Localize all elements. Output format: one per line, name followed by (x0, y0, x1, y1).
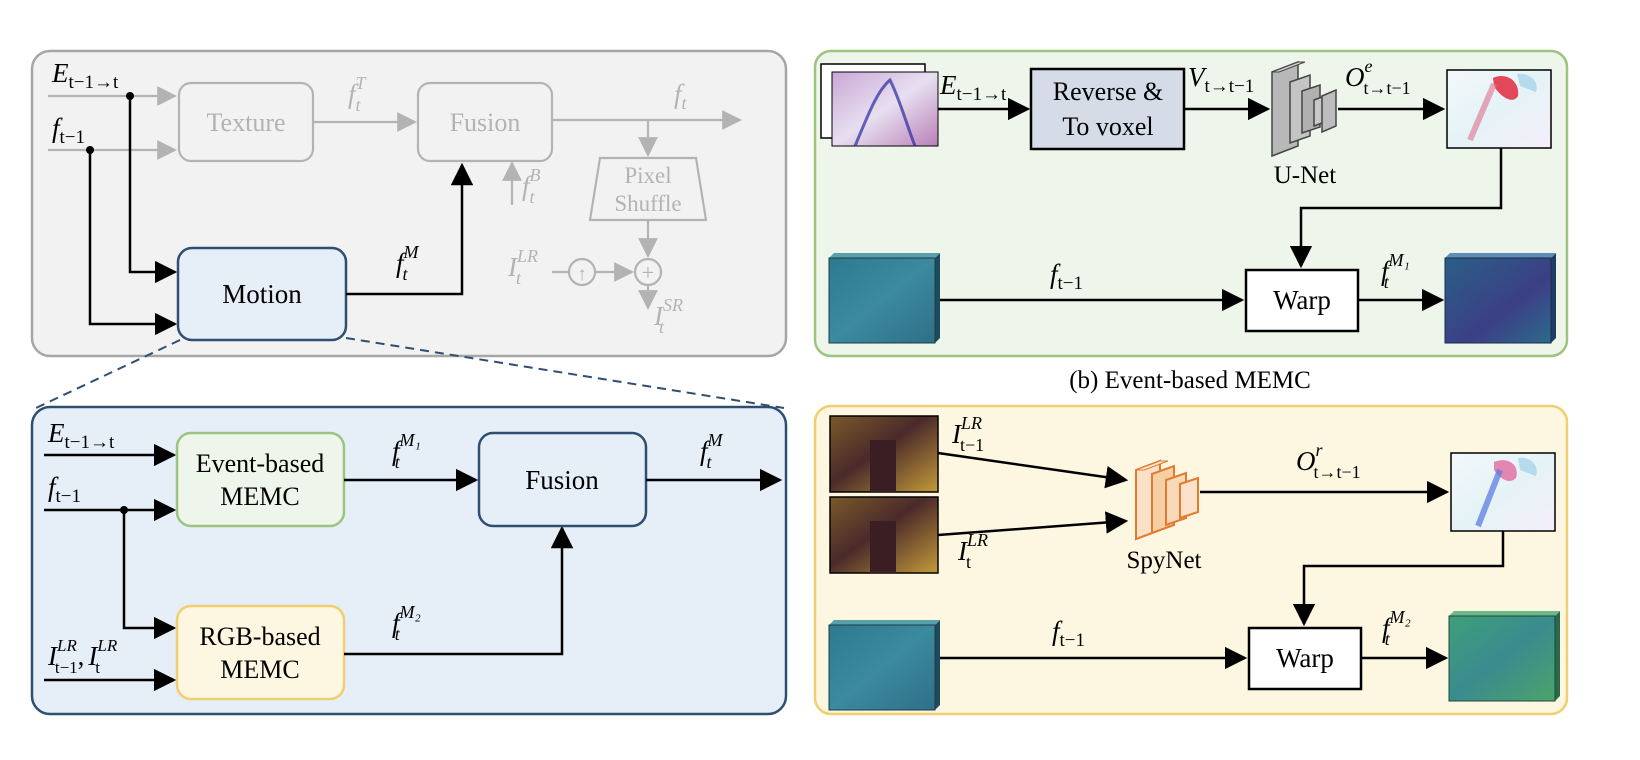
event-panel-output-feature-map (1444, 253, 1556, 344)
overview-fusion-label: Fusion (450, 108, 521, 137)
zoom-line-left (35, 339, 181, 409)
fusion-output-label: ft (674, 79, 688, 113)
spynet-network-icon (1135, 459, 1199, 541)
rgb-flow-to-warp-arrow (1292, 531, 1505, 627)
event-frame-detail (853, 77, 917, 147)
event-flow-detail-streak (1467, 82, 1497, 142)
detail-fusion-label: Fusion (525, 465, 599, 495)
event-memc-label-1: Event-based (196, 449, 325, 478)
event-panel-feature-label: ft−1 (1050, 259, 1083, 294)
event-panel-event-label: Et−1→t (939, 70, 1007, 105)
lr-cur-to-spynet-arrow (937, 511, 1129, 537)
rgb-warp-label: Warp (1276, 643, 1334, 673)
unet-network-icon (1271, 60, 1337, 158)
flow-to-warp-arrow (1289, 148, 1503, 269)
pixel-shuffle-block (588, 156, 708, 222)
rgb-panel-feature-label: ft−1 (1052, 616, 1085, 651)
voxel-output-label: Vt→t−1 (1188, 62, 1254, 97)
event-memc-panel: Et−1→t Reverse & To voxel Vt→t−1 U-Net O… (813, 49, 1569, 358)
overview-event-to-motion-arrow (128, 96, 178, 284)
rgb-memc-block (175, 604, 346, 701)
detail-feat-to-rgb-memc-arrow (122, 510, 177, 640)
event-flow-detail-blue (1517, 73, 1537, 92)
pixel-shuffle-label-1: Pixel (624, 163, 671, 188)
rgb-warp-block (1247, 626, 1363, 691)
rgb-flow-detail-blue (1518, 457, 1537, 476)
rgb-panel-output-feature-map (1448, 611, 1560, 702)
event-warp-label: Warp (1273, 285, 1331, 315)
rgb-panel-feature-map (828, 620, 940, 711)
lr-prev-to-spynet-arrow (937, 451, 1129, 489)
event-panel-feature-map (828, 253, 940, 344)
overview-event-input: Et−1→t (51, 58, 119, 93)
detail-event-input: Et−1→t (47, 418, 115, 453)
unet-label: U-Net (1274, 162, 1337, 189)
voxel-block (1029, 67, 1186, 151)
spynet-label: SpyNet (1127, 547, 1202, 574)
rgb-memc-label-1: RGB-based (199, 622, 320, 651)
upsample-symbol: ↑ (577, 264, 587, 285)
lr-cur-frame-figure (870, 521, 896, 573)
event-flow-detail-red (1493, 76, 1519, 100)
event-memc-panel-frame (813, 49, 1569, 358)
rgb-flow-detail-streak (1475, 468, 1503, 528)
voxel-label-2: To voxel (1062, 112, 1153, 141)
overview-fusion-block (416, 81, 554, 163)
detail-feature-input: ft−1 (48, 472, 81, 507)
motion-detail-frame (30, 405, 788, 716)
rgb-memc-panel-frame (813, 404, 1569, 716)
event-memc-label-2: MEMC (220, 482, 299, 511)
event-memc-block (175, 431, 346, 528)
rgb-memc-to-fusion-arrow (344, 525, 574, 656)
add-symbol: + (642, 260, 654, 285)
voxel-label-1: Reverse & (1053, 77, 1163, 106)
overview-feat-to-motion-arrow (88, 150, 178, 336)
pixel-shuffle-label-2: Shuffle (614, 191, 681, 216)
texture-label: Texture (206, 108, 285, 137)
rgb-memc-label-2: MEMC (220, 655, 299, 684)
motion-to-fusion-arrow (346, 162, 474, 296)
overview-feature-input: ft−1 (52, 113, 85, 148)
event-memc-caption: (b) Event-based MEMC (1069, 367, 1311, 394)
motion-label: Motion (222, 279, 302, 309)
lr-prev-frame-figure (870, 440, 896, 492)
